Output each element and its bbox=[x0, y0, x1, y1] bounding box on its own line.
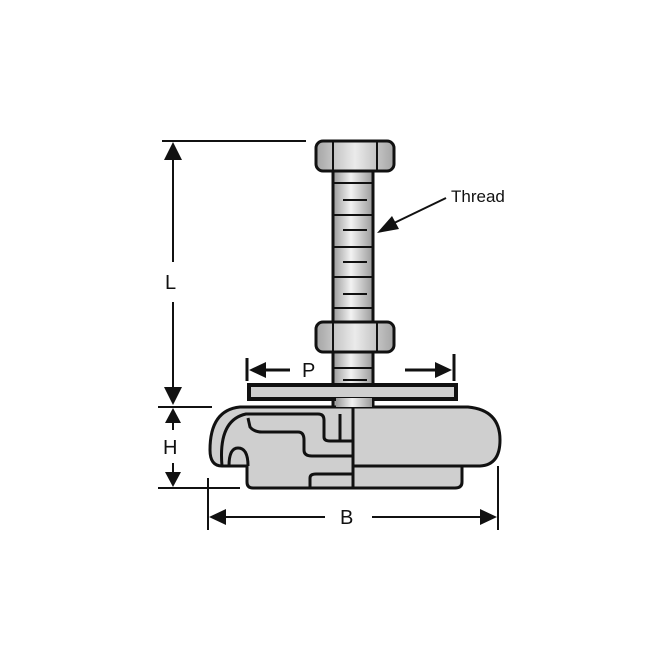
thread-callout-arrow bbox=[377, 197, 447, 233]
lower-hex-nut bbox=[314, 320, 396, 354]
rubber-base-pad bbox=[208, 398, 502, 490]
dimension-L bbox=[162, 140, 306, 405]
label-P: P bbox=[302, 360, 315, 382]
dimension-B bbox=[207, 466, 499, 530]
dimension-P bbox=[245, 354, 456, 381]
label-L: L bbox=[165, 272, 176, 294]
label-H: H bbox=[163, 437, 177, 459]
label-B: B bbox=[340, 507, 353, 529]
mounting-plate bbox=[247, 383, 458, 401]
label-thread: Thread bbox=[451, 187, 505, 206]
top-hex-nut bbox=[314, 139, 396, 173]
threaded-stud bbox=[331, 166, 375, 410]
dimension-H bbox=[158, 406, 240, 489]
